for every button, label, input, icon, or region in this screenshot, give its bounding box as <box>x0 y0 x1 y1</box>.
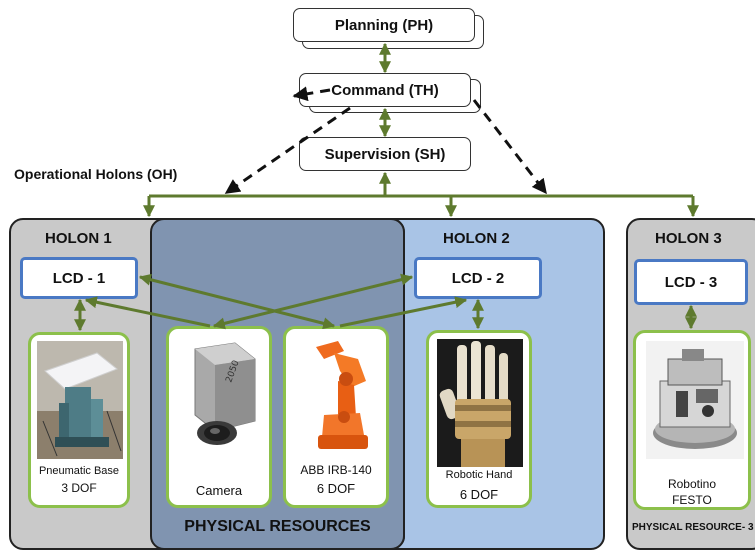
camera-card: 2050 Camera <box>166 326 272 508</box>
robotic-hand-photo <box>437 339 523 467</box>
command-box: Command (TH) <box>299 73 471 107</box>
lcd-3-box: LCD - 3 <box>634 259 748 305</box>
supervision-box: Supervision (SH) <box>299 137 471 171</box>
holon-1-title: HOLON 1 <box>45 230 112 247</box>
camera-label: Camera <box>195 483 243 498</box>
holon-2-title: HOLON 2 <box>443 230 510 247</box>
abb-irb-140-dof: 6 DOF <box>316 481 356 496</box>
physical-resource-3-label: PHYSICAL RESOURCE- 3 <box>632 522 754 533</box>
physical-resources-label: PHYSICAL RESOURCES <box>184 518 371 535</box>
pneumatic-base-dof: 3 DOF <box>61 481 97 495</box>
holon-3-title: HOLON 3 <box>655 230 722 247</box>
robotino-label: Robotino <box>667 477 717 491</box>
robotic-hand-label: Robotic Hand <box>445 469 513 481</box>
pneumatic-base-photo <box>37 341 123 459</box>
dashed-arrow-right <box>472 99 548 195</box>
pneumatic-base-card: Pneumatic Base 3 DOF <box>28 332 130 508</box>
pneumatic-base-label: Pneumatic Base <box>38 465 120 477</box>
robotino-photo <box>646 341 744 459</box>
planning-box: Planning (PH) <box>293 8 475 42</box>
abb-robot-photo <box>294 337 380 457</box>
lcd-1-box: LCD - 1 <box>20 257 138 299</box>
camera-photo: 2050 <box>175 339 265 457</box>
robotino-maker: FESTO <box>672 493 712 507</box>
lcd-2-box: LCD - 2 <box>414 257 542 299</box>
robotino-card: Robotino FESTO <box>633 330 751 510</box>
abb-irb-140-card: ABB IRB-140 6 DOF <box>283 326 389 508</box>
operational-holons-label: Operational Holons (OH) <box>14 166 178 182</box>
robotic-hand-card: Robotic Hand 6 DOF <box>426 330 532 508</box>
abb-irb-140-label: ABB IRB-140 <box>300 463 372 477</box>
robotic-hand-dof: 6 DOF <box>459 487 499 502</box>
